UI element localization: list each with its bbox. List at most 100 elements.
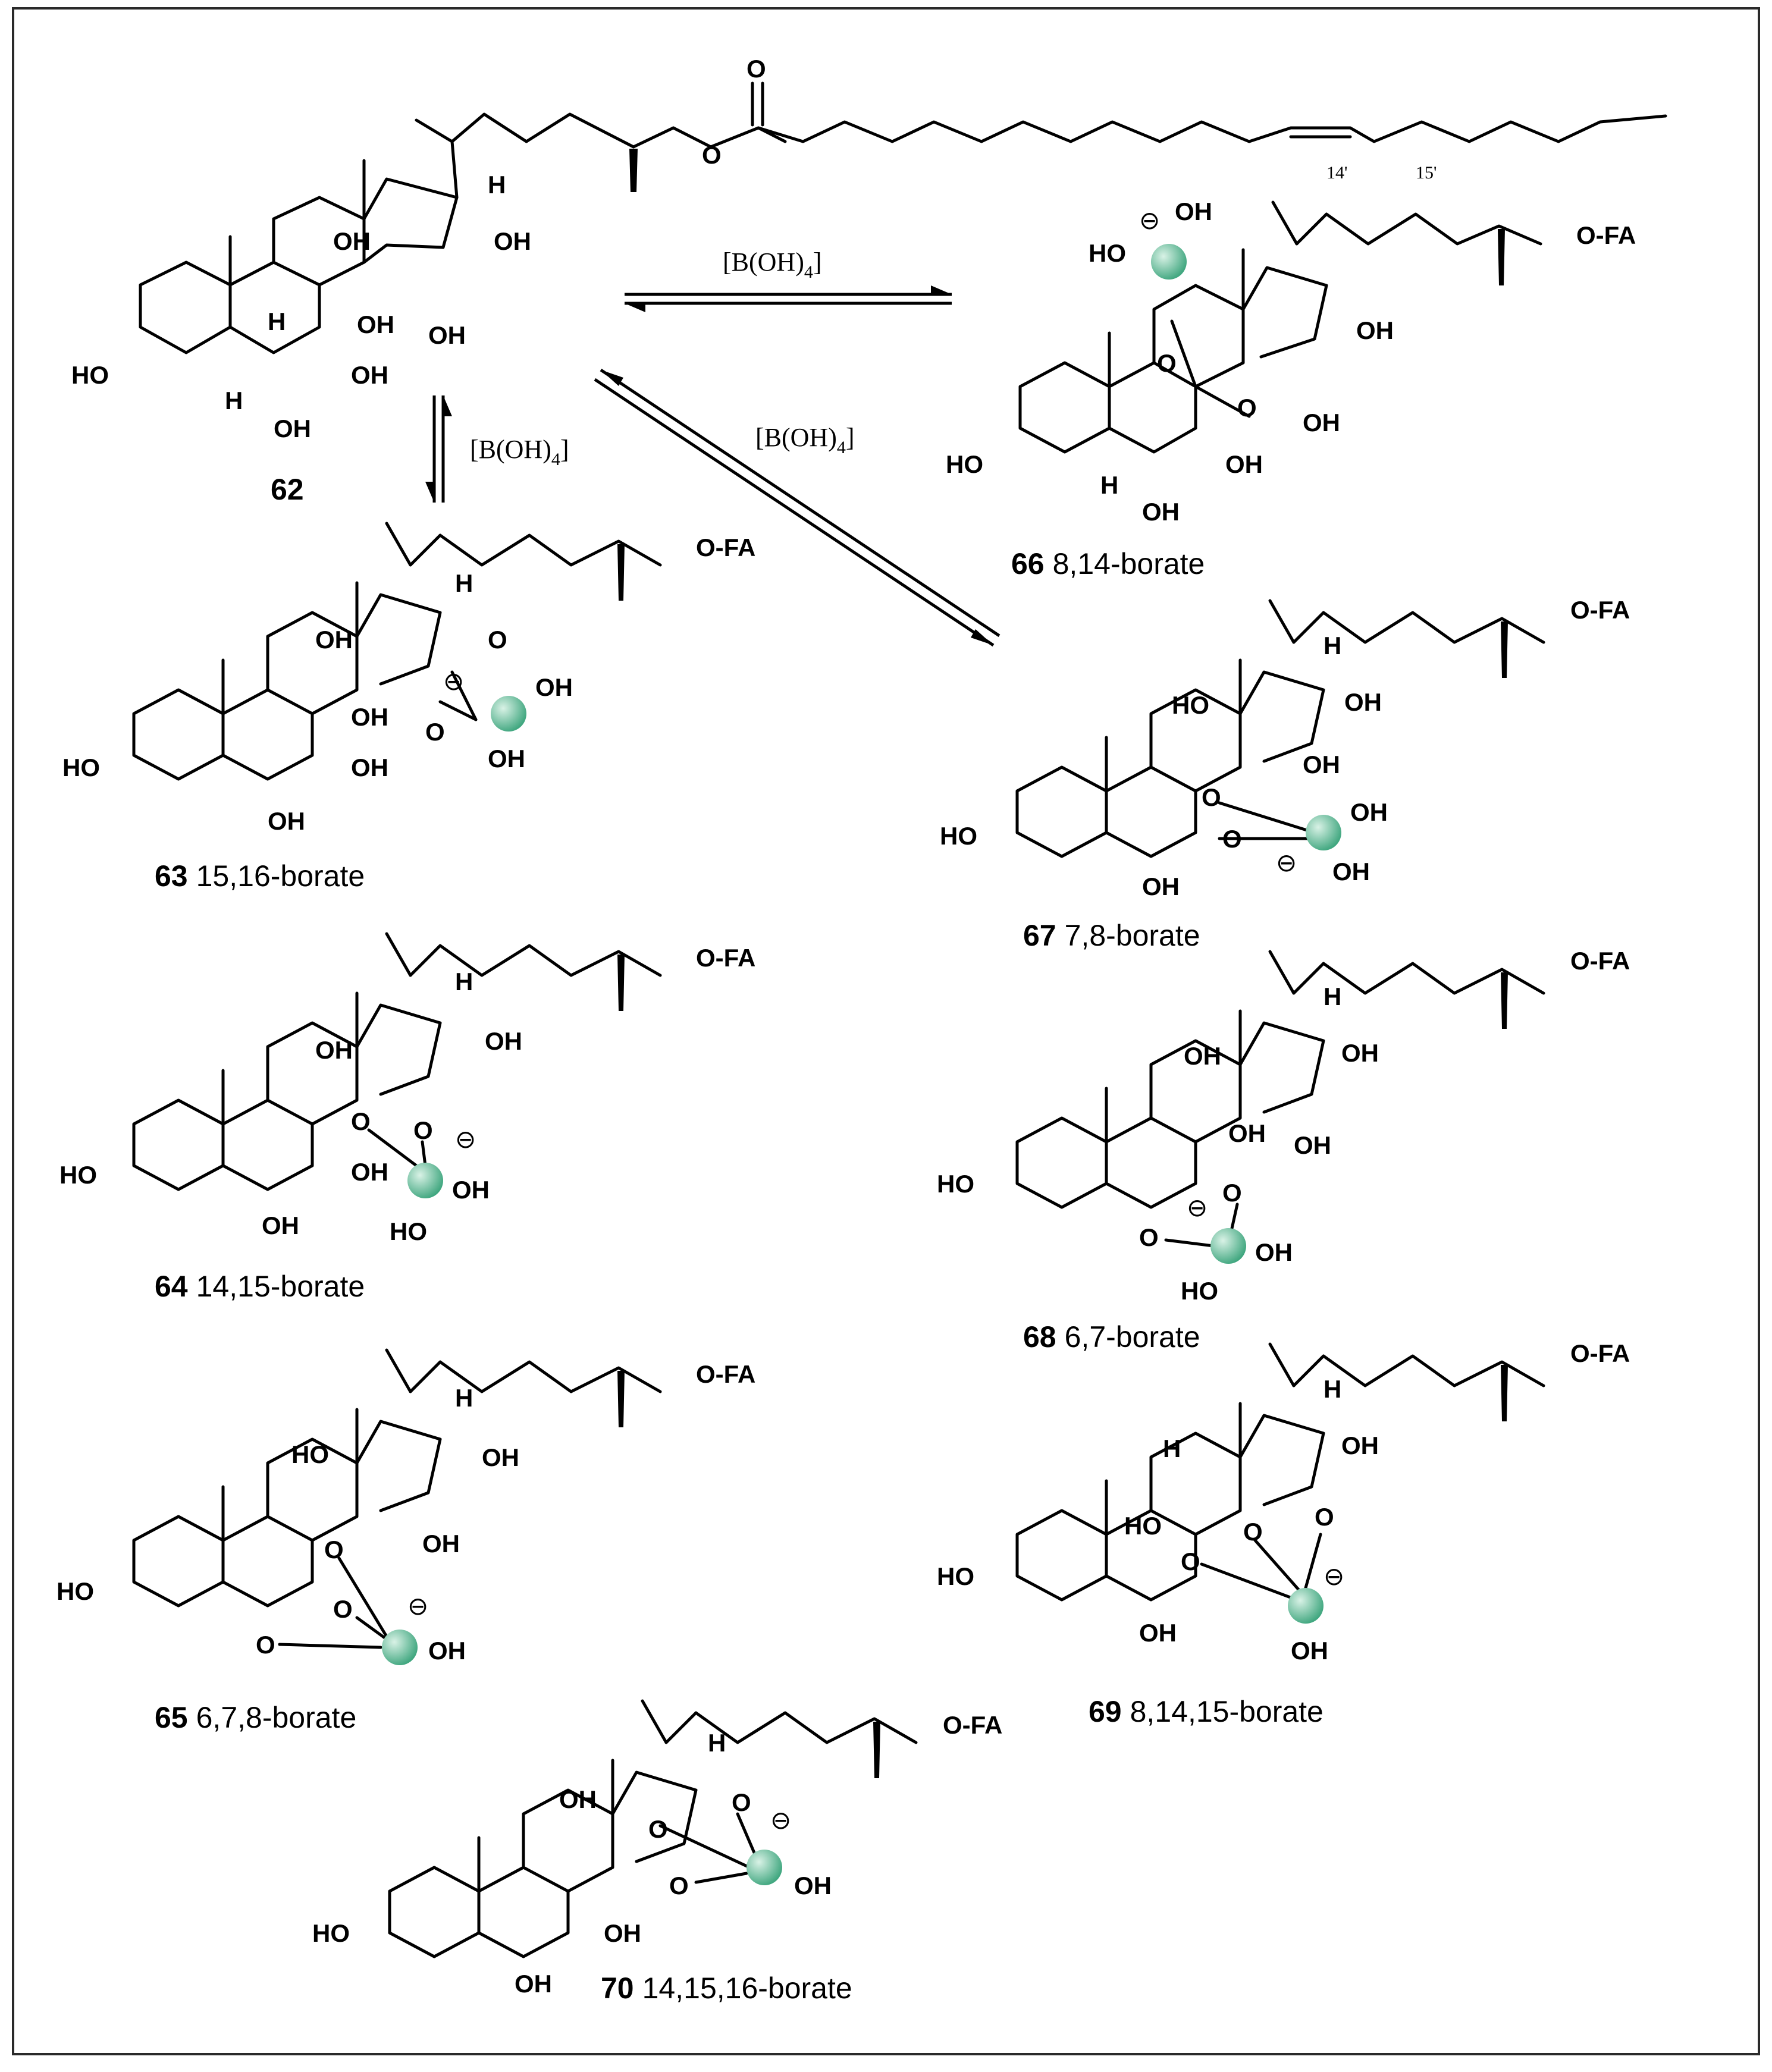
atom-label-ofa-67: O-FA [1570,596,1630,624]
atom-label-h9-69: H [1163,1434,1181,1462]
compound-62-number: 62 [271,473,304,506]
atom-label-o8-69: O [1181,1547,1200,1575]
atom-label-h-69: H [1323,1375,1341,1403]
atom-label-14-hydroxyl-63: OH [351,703,388,731]
atom-label-7-hydroxyl-70: OH [604,1919,641,1947]
atom-label-h-63: H [455,569,473,597]
carbonyl-oxygen: O [747,55,766,83]
atom-label-16-hydroxyl: OH [494,227,531,255]
atom-label-o7-65: O [333,1595,353,1623]
atom-label-boron-oh-63b: OH [488,745,525,773]
atom-label-o8-65: O [324,1536,344,1564]
charge-63: ⊖ [443,667,464,696]
charge-70: ⊖ [770,1806,791,1835]
atom-label-15-hydroxyl: OH [428,321,466,349]
atom-label-3-hydroxyl: HO [71,361,109,389]
atom-label-6-hydroxyl-69: OH [1139,1619,1177,1647]
atom-label-7-hydroxyl-63: OH [351,754,388,781]
atom-label-h-65: H [455,1384,473,1412]
ester-oxygen: O [702,141,722,169]
atom-label-boron-oh-63a: OH [535,673,573,701]
atom-label-3-hydroxyl-64: HO [59,1161,97,1189]
atom-label-8-hydroxyl-64: OH [315,1036,353,1064]
figure-frame [12,7,1760,2055]
compound-66-structure: OH HO ⊖ O O O-FA OH OH OH OH HO H [946,197,1636,526]
atom-label-boron-oh-64b: HO [390,1217,427,1245]
boron-atom-64 [407,1163,443,1198]
atom-label-ofa-63: O-FA [696,533,755,561]
charge-66: ⊖ [1139,206,1160,235]
atom-label-boron-oh-68b: HO [1181,1277,1218,1305]
compound-64-structure: ⊖ O O OH HO O-FA OH OH OH OH HO H [59,932,755,1245]
equilibrium-arrow-to-67: [B(OH)4] [594,368,1001,647]
atom-label-6-hydroxyl-70: OH [515,1970,552,1998]
atom-label-ofa-69: O-FA [1570,1339,1630,1367]
atom-label-boron-oh-69: OH [1291,1637,1328,1665]
atom-label-6-hydroxyl-63: OH [268,807,305,835]
equilibrium-arrow-to-66: [B(OH)4] [625,247,952,312]
atom-label-o15-63: O [425,718,445,746]
atom-label-14-hydroxyl-67: HO [1172,691,1209,719]
atom-label-6-hydroxyl-64: OH [262,1211,299,1239]
atom-label-3-hydroxyl-69: HO [937,1562,974,1590]
atom-label-14-hydroxyl-65: HO [291,1440,329,1468]
atom-label-o7-68: O [1222,1179,1242,1207]
atom-label-h5: H [225,387,243,415]
compound-63-structure: ⊖ O O OH OH O-FA OH OH OH OH HO H [62,522,755,835]
boron-atom-68 [1210,1228,1246,1264]
atom-label-o16-70: O [732,1788,751,1816]
boron-atom-70 [747,1850,782,1885]
atom-label-15-hydroxyl-68: OH [1294,1131,1331,1159]
charge-68: ⊖ [1187,1193,1208,1222]
atom-label-boron-oh-68a: OH [1255,1238,1293,1266]
atom-label-6-hydroxyl-67: OH [1142,872,1180,900]
compound-70-structure: ⊖ O O O OH O-FA OH OH OH HO H [312,1699,1002,1998]
atom-label-h17: H [488,171,506,199]
atom-label-15-hydroxyl-66: OH [1303,409,1340,437]
atom-label-boron-oh-a: OH [1175,197,1212,225]
atom-label-o14: O [1237,394,1257,422]
atom-label-h-64: H [455,968,473,996]
atom-label-3-hydroxyl-66: HO [946,450,983,478]
atom-label-3-hydroxyl-67: HO [940,822,977,850]
atom-label-8-hydroxyl: OH [333,227,371,255]
compound-68-structure: ⊖ O O OH HO O-FA OH OH OH OH HO H [937,947,1630,1305]
atom-label-ofa-68: O-FA [1570,947,1630,975]
atom-label-h-66: H [1100,471,1118,499]
boron-atom-69 [1288,1588,1323,1624]
atom-label-ofa-65: O-FA [696,1360,755,1388]
atom-label-o14-70: O [648,1815,668,1843]
atom-label-16-hydroxyl-64: OH [485,1027,522,1055]
compound-69-structure: ⊖ O O O OH O-FA H HO OH OH HO H [937,1339,1630,1665]
atom-label-16-hydroxyl-67: OH [1344,688,1382,716]
atom-label-h9: H [268,307,286,335]
atom-label-h-68: H [1323,982,1341,1010]
atom-label-o6-65: O [256,1631,275,1659]
atom-label-8-hydroxyl-70: OH [559,1785,597,1813]
atom-label-o15-70: O [669,1872,689,1900]
atom-label-boron-oh-64a: OH [452,1176,490,1204]
atom-label-3-hydroxyl-65: HO [57,1577,94,1605]
atom-label-16-hydroxyl-69: OH [1341,1431,1379,1459]
charge-69: ⊖ [1323,1562,1344,1591]
atom-label-ofa-70: O-FA [943,1711,1002,1739]
boron-atom-63 [491,696,526,732]
atom-label-o16-63: O [488,626,507,654]
charge-67: ⊖ [1276,848,1297,877]
atom-label-boron-oh-67b: OH [1332,858,1370,886]
atom-label-o15-69: O [1315,1503,1334,1531]
atom-label-14-hydroxyl-68: OH [1228,1119,1266,1147]
atom-label-8-hydroxyl-63: OH [315,626,353,654]
atom-label-boron-oh-65: OH [428,1637,466,1665]
atom-label-3-hydroxyl-68: HO [937,1170,974,1198]
position-label-15-prime: 15' [1416,163,1437,183]
atom-label-3-hydroxyl-63: HO [62,754,100,781]
